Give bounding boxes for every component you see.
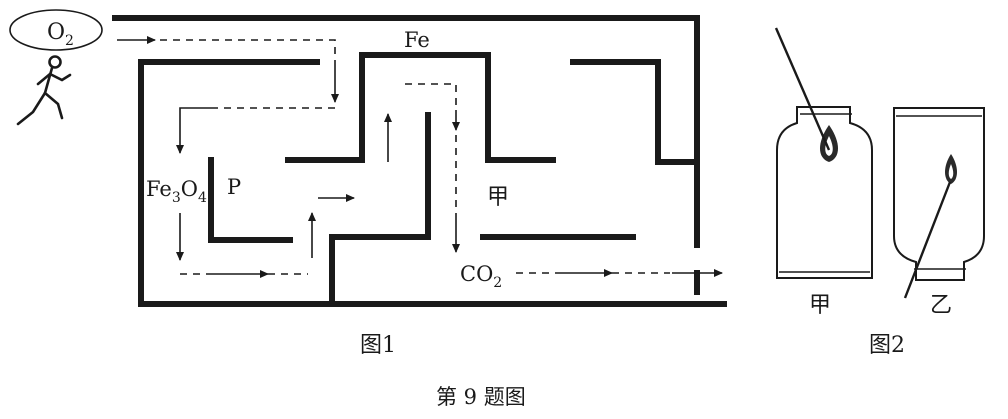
bottle-jia-outline — [776, 106, 873, 279]
p-label: P — [227, 175, 241, 199]
path-dash — [160, 39, 336, 58]
bottle-jia-label: 甲 — [809, 293, 831, 318]
runner-figure — [16, 55, 72, 126]
co2-label: CO2 — [460, 262, 502, 291]
bottle-jia: 甲 — [774, 27, 873, 318]
wall-inner-l — [208, 157, 293, 243]
wire-stick — [903, 181, 952, 299]
bottle-yi-label: 乙 — [930, 293, 952, 318]
maze-walls — [112, 15, 727, 307]
o2-oval — [9, 9, 103, 51]
wall-left-bottom — [138, 59, 727, 307]
fe3o4-label: Fe3O4 — [146, 177, 207, 206]
path-arrow — [176, 107, 218, 154]
figure-title: 第 9 题图 — [436, 385, 526, 409]
flame-inner-icon — [948, 164, 954, 179]
bottle-yi: 乙 — [893, 107, 985, 318]
jia-label: 甲 — [487, 185, 509, 210]
figure2-caption: 图2 — [869, 333, 905, 358]
bottle-yi-outline — [893, 107, 985, 281]
reaction-path — [117, 36, 723, 278]
o2-start-marker: O2 — [9, 9, 103, 126]
wall-outer-top-right — [112, 15, 700, 248]
path-dash — [405, 83, 457, 110]
wall-center-t — [329, 112, 431, 307]
wall-center-block — [285, 52, 556, 163]
o2-label: O2 — [47, 20, 74, 49]
wall-right-notch — [570, 59, 700, 165]
figure1-caption: 图1 — [360, 333, 396, 358]
flame-inner-icon — [825, 136, 833, 156]
wire-stick — [774, 27, 831, 151]
fe-label: Fe — [404, 28, 430, 52]
figure2-bottles: 甲 乙 图2 — [774, 27, 985, 358]
figure1-maze: O2 — [9, 9, 727, 358]
